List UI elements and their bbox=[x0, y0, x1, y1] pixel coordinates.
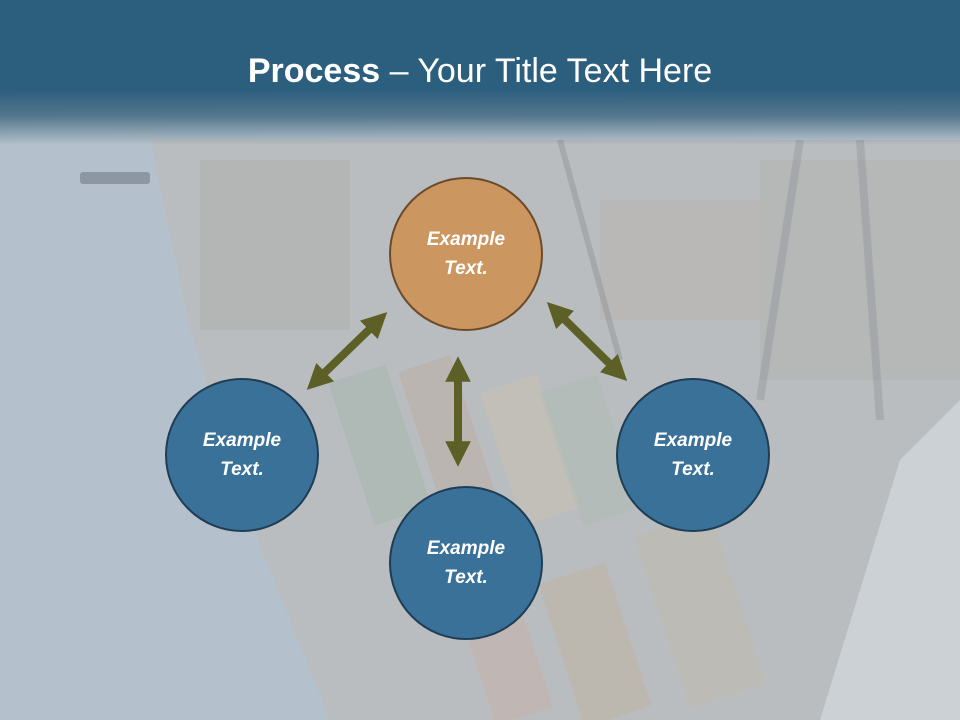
slide-title: Process – Your Title Text Here bbox=[0, 52, 960, 91]
arrow-top-left bbox=[306, 312, 388, 390]
node-left-text: Example Text. bbox=[202, 430, 282, 480]
node-top: Example Text. bbox=[389, 177, 543, 331]
node-bottom: Example Text. bbox=[389, 486, 543, 640]
node-left: Example Text. bbox=[165, 378, 319, 532]
node-right-text: Example Text. bbox=[653, 430, 733, 480]
node-top-text: Example Text. bbox=[426, 229, 506, 279]
node-right: Example Text. bbox=[616, 378, 770, 532]
arrow-top-right bbox=[546, 302, 628, 381]
node-bottom-text: Example Text. bbox=[426, 538, 506, 588]
title-dash: – bbox=[380, 52, 418, 90]
title-bar bbox=[0, 0, 960, 145]
title-rest: Your Title Text Here bbox=[417, 52, 713, 90]
title-bold: Process bbox=[247, 52, 381, 90]
